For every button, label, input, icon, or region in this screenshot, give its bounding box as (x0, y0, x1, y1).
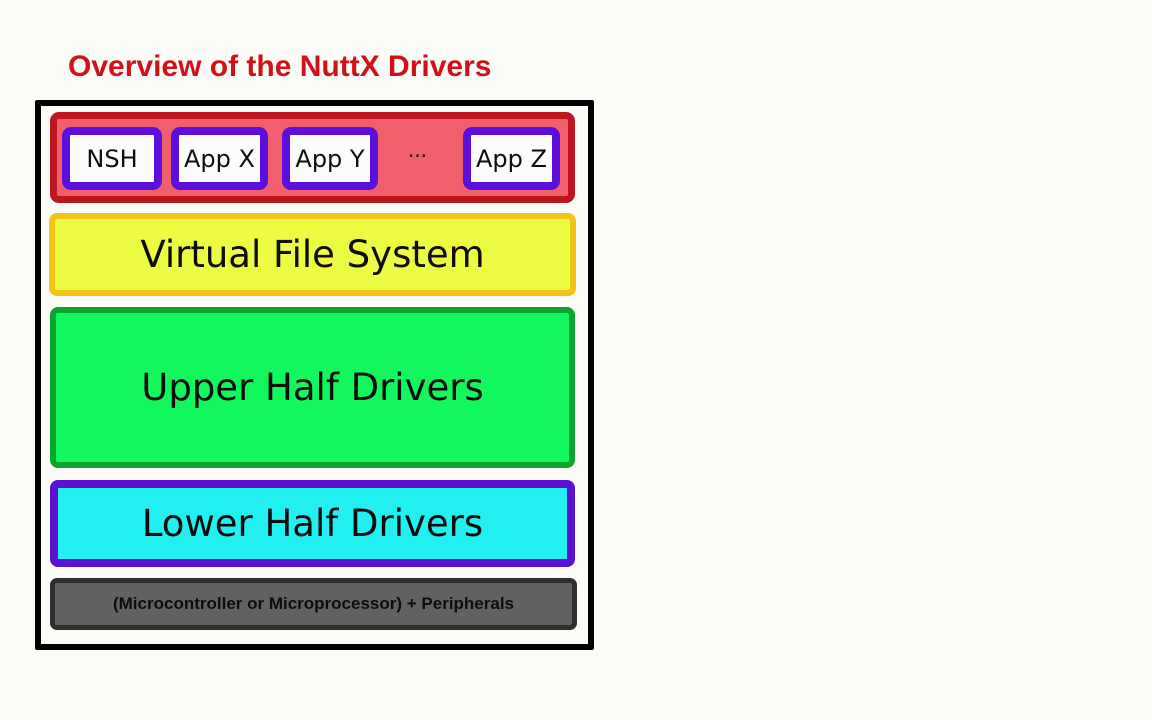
more-apps-ellipsis: ... (408, 145, 428, 161)
page-title: Overview of the NuttX Drivers (68, 50, 492, 83)
app-y-box: App Y (282, 127, 378, 190)
app-z-box: App Z (463, 127, 560, 190)
hardware-layer: (Microcontroller or Microprocessor) + Pe… (50, 578, 577, 630)
applications-layer: NSH App X App Y ... App Z (50, 112, 575, 203)
lower-half-drivers-label: Lower Half Drivers (141, 502, 484, 545)
upper-half-drivers-label: Upper Half Drivers (141, 366, 484, 409)
upper-half-drivers-layer: Upper Half Drivers (50, 307, 575, 468)
nsh-label: NSH (86, 144, 138, 173)
app-y-label: App Y (295, 144, 365, 173)
virtual-file-system-layer: Virtual File System (49, 213, 576, 296)
virtual-file-system-label: Virtual File System (140, 233, 485, 276)
nsh-box: NSH (62, 127, 162, 190)
app-x-label: App X (184, 144, 255, 173)
app-x-box: App X (171, 127, 268, 190)
lower-half-drivers-layer: Lower Half Drivers (50, 480, 575, 567)
hardware-label: (Microcontroller or Microprocessor) + Pe… (112, 594, 515, 613)
nuttx-stack-diagram: NSH App X App Y ... App Z Virtual File S… (35, 100, 594, 650)
app-z-label: App Z (476, 144, 547, 173)
